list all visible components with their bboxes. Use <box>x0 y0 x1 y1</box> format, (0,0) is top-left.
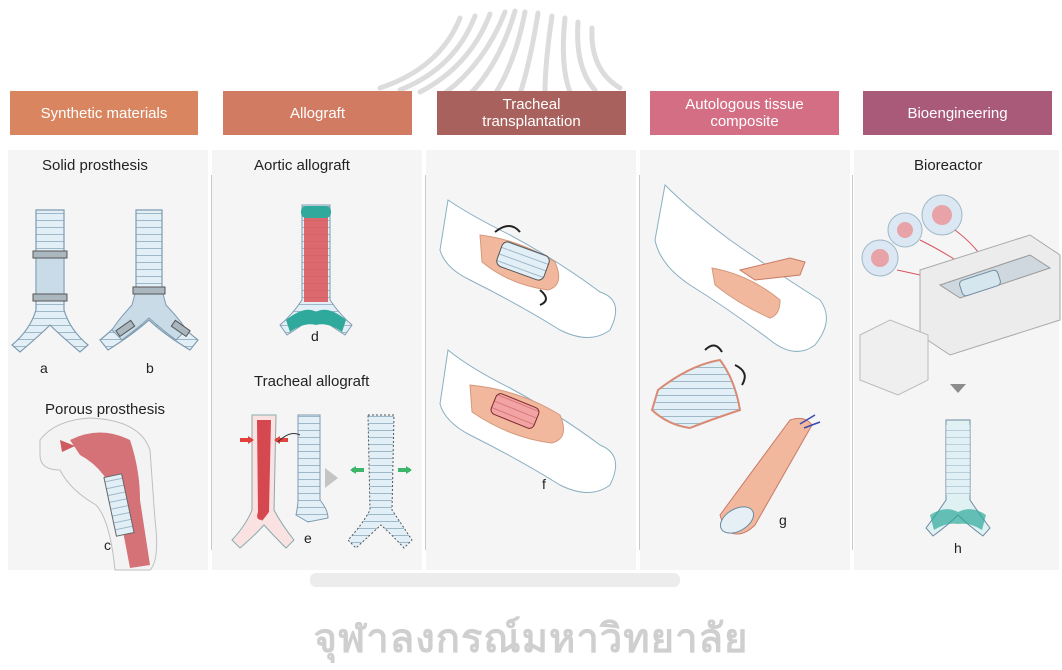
bioreactor-illustration <box>860 195 1060 536</box>
bioreactor-label: Bioreactor <box>914 157 982 174</box>
panel-letter-d: d <box>311 328 319 344</box>
solid-prosthesis-label: Solid prosthesis <box>42 157 148 174</box>
panel-letter-f: f <box>542 476 546 492</box>
tracheal-allograft-illustration <box>232 415 412 548</box>
panel-letter-h: h <box>954 540 962 556</box>
panel-letter-g: g <box>779 512 787 528</box>
tracheal-allograft-label: Tracheal allograft <box>254 373 369 390</box>
panel-letter-b: b <box>146 360 154 376</box>
watermark-text: จุฬาลงกรณ์มหาวิทยาลัย <box>0 606 1062 670</box>
trachea-b-illustration <box>100 210 198 350</box>
panel-letter-c: c <box>104 537 111 553</box>
forearm-transplant-illustration <box>440 200 616 493</box>
aortic-allograft-illustration <box>280 205 352 335</box>
porous-prosthesis-illustration <box>40 418 157 570</box>
autologous-tissue-illustration <box>652 185 826 539</box>
trachea-a-illustration <box>12 210 88 352</box>
illustrations <box>0 0 1062 656</box>
panel-letter-e: e <box>304 530 312 546</box>
panel-letter-a: a <box>40 360 48 376</box>
aortic-allograft-label: Aortic allograft <box>254 157 350 174</box>
porous-prosthesis-label: Porous prosthesis <box>45 401 165 418</box>
